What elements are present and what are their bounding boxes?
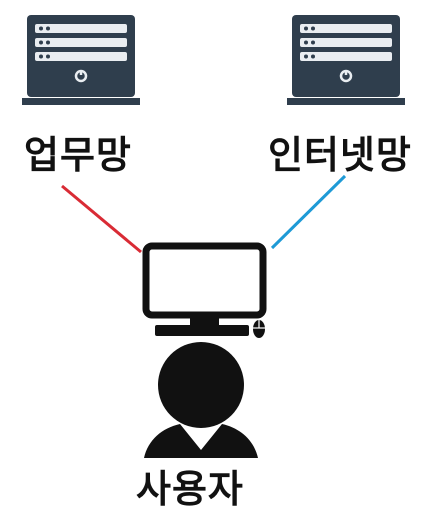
internet-server-icon (287, 15, 405, 105)
internet-link-line (270, 174, 347, 250)
work-link-line (61, 184, 142, 254)
work-server-icon (22, 15, 140, 105)
user-label: 사용자 (136, 467, 244, 511)
work-network-label: 업무망 (24, 133, 132, 177)
user-icon (144, 342, 258, 458)
internet-network-label: 인터넷망 (268, 133, 412, 177)
desktop-computer-icon (142, 242, 267, 338)
